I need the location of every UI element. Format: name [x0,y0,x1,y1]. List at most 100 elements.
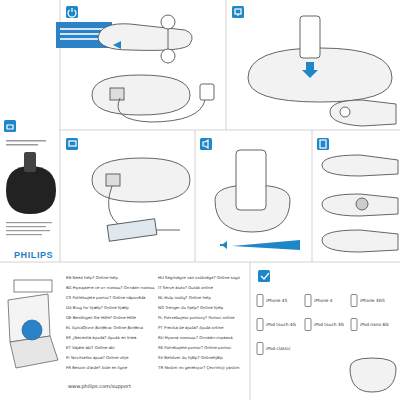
device-icon [305,295,311,307]
remote-control [322,230,398,252]
info-sticker [60,28,106,30]
help-line: CS Potřebujete pomoc? Online nápověda [66,296,146,300]
device-name: iPhone 4S [266,298,287,303]
help-line: TR Yardım mı gerekiyor? Çevrimiçi yardım [158,366,239,370]
device-name: iPhone 4 [314,298,333,303]
device-icon [304,318,312,331]
help-line: FR Besoin d'aide? Aide en ligne [66,366,127,370]
section-icon [4,6,329,282]
speaker-drawing [92,75,190,115]
remote-control [356,198,368,210]
device-name: iPod touch 3G [314,322,344,327]
power-cable [200,84,214,100]
cover-text-lines [6,222,52,223]
help-line: HU Segítségre van szüksége? Online súgó [158,276,240,280]
panel-frame [0,262,400,263]
remote-control [322,194,398,216]
power-cable [168,29,169,49]
speaker-drawing [110,88,124,100]
device-item: iPhone 4S [256,294,287,307]
volume-bar [220,241,227,249]
section-icon [317,138,329,150]
help-line: BG Нуждаете се от помощ? Онлайн помощ [66,286,155,290]
help-line: NO Trenger du hjelp? Online hjelp [158,306,223,310]
device-name: iPod touch 4G [266,322,296,327]
device-icon [257,295,263,307]
icon-symbol [237,14,238,16]
cover-speaker [6,166,56,214]
info-sticker [60,33,100,35]
icon-symbol [235,9,241,14]
device-item: iPod nano 6G [350,318,389,331]
device-icon [256,342,264,355]
icon-symbol [261,273,269,279]
help-line: PT Precisa de ajuda? Ajuda online [158,326,223,330]
speaker-drawing [300,16,320,58]
power-cable [161,15,175,29]
help-line: EN Need help? Online help [66,276,118,280]
section-icon [200,138,212,150]
device-icon [257,343,263,355]
remote-control [330,100,396,126]
cover-speaker [6,152,56,214]
icon-symbol [203,140,208,148]
device-item: iPod touch 3G [304,318,344,331]
help-line: ES ¿Necesita ayuda? Ayuda en línea [66,336,136,340]
icon-symbol [71,8,72,12]
power-cable [118,98,205,122]
cover-text-lines [6,226,46,227]
volume-bar [220,240,300,250]
section-icon [232,6,244,18]
icon-symbol [69,141,76,146]
device-icon [256,294,264,307]
usb-cable [107,219,157,242]
section-icon [258,270,270,282]
device-icon [305,319,311,331]
device-name: iPhone 3GS [360,298,385,303]
help-line: PL Potrzebujesz pomocy? Pomoc online [158,316,234,320]
device-name: iPod classic [266,346,291,351]
power-cable [161,49,175,63]
laptop-drawing [8,280,58,368]
cover-text-lines [6,140,52,235]
laptop-drawing [22,320,42,340]
help-line: EL Χρειάζεστε βοήθεια; Online βοήθεια [66,326,143,330]
support-url: www.philips.com/support [68,384,131,390]
device-icon [256,318,264,331]
info-sticker [60,38,104,40]
volume-bar [232,240,300,250]
icon-symbol [7,125,13,129]
help-line: DA Brug for hjælp? Online hjælp [66,306,129,310]
help-line: ET Vajate abi? Online-abi [66,346,115,350]
dock-arrow [113,41,121,49]
device-item: iPhone 4 [304,294,333,307]
device-name: iPod nano 6G [360,322,389,327]
section-icon [66,138,78,150]
dock-arrow [113,41,318,78]
device-icon [350,318,358,331]
icon-symbol [320,140,326,148]
panel-frame [195,130,196,262]
usb-cable [107,186,180,241]
device-icon [257,319,263,331]
laptop-drawing [14,280,52,292]
power-cable [118,15,214,122]
speaker-drawing [350,358,396,392]
help-line: RU Нужна помощь? Онлайн-справка [158,336,233,340]
speaker-drawing [92,158,190,202]
help-line: IT Serve aiuto? Guida online [158,286,213,290]
dock-arrow [302,62,318,78]
cover-text-lines [6,144,38,146]
panel-frame [226,0,227,130]
panel-frame [250,262,251,400]
cover-text-lines [6,140,46,142]
help-line: FI Tarvitsetko apua? Online-ohje [66,356,128,360]
remote-control [340,107,350,117]
device-icon [351,319,357,331]
help-line: NL Hulp nodig? Online help [158,296,211,300]
speaker-drawing [236,150,266,210]
device-item: iPod touch 4G [256,318,296,331]
